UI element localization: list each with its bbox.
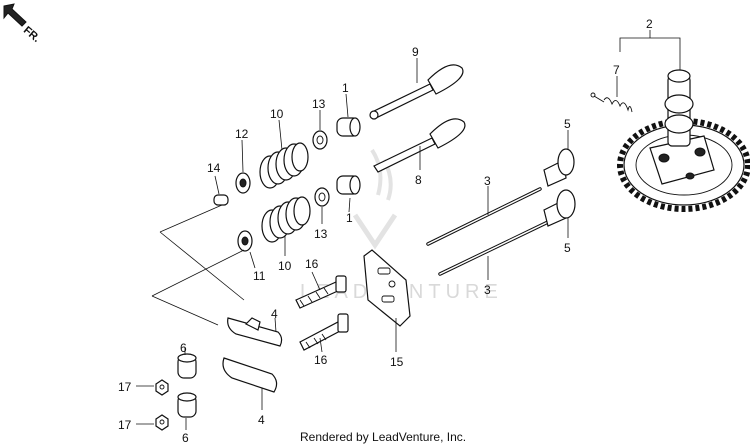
part-13-seal-top [312, 130, 328, 150]
part-4-rocker-arm-top [227, 317, 283, 347]
part-4-rocker-arm-bottom [222, 357, 278, 393]
part-14-valve-cap [213, 194, 229, 206]
callout-1-bottom: 1 [346, 211, 353, 225]
part-6-lifter-top [177, 353, 197, 379]
part-6-lifter-bottom [177, 392, 197, 418]
callout-17-bottom: 17 [118, 418, 132, 432]
callout-16-bottom: 16 [314, 353, 328, 367]
callout-16-top: 16 [305, 257, 319, 271]
part-10-valve-spring-top [259, 142, 309, 189]
callout-4-top: 4 [271, 307, 278, 321]
part-11-spring-retainer [237, 230, 253, 252]
footer-credit: Rendered by LeadVenture, Inc. [300, 430, 466, 444]
part-5-tappet-bottom [543, 189, 576, 227]
callout-10-top: 10 [270, 107, 284, 121]
part-13-seal-bottom [314, 187, 330, 207]
callout-6-bottom: 6 [182, 431, 189, 445]
callout-3-bottom: 3 [484, 283, 491, 297]
callout-8: 8 [415, 173, 422, 187]
callout-17-top: 17 [118, 380, 132, 394]
callout-12: 12 [235, 127, 249, 141]
callout-13-bottom: 13 [314, 227, 328, 241]
callout-14: 14 [207, 161, 221, 175]
part-17-nut-bottom [155, 414, 169, 431]
leader-lines [136, 30, 681, 430]
assembly-bracket-lines [151, 204, 245, 326]
part-16-pivot-bolt-bottom [299, 313, 349, 351]
callout-1-top: 1 [342, 81, 349, 95]
part-7-spring [590, 92, 633, 113]
callout-11: 11 [253, 269, 266, 283]
callout-2: 2 [646, 17, 653, 31]
callout-9: 9 [412, 45, 419, 59]
part-3-push-rod-top [426, 187, 542, 246]
front-direction-label: FR. [21, 24, 42, 45]
part-1-valve-cap-top [336, 117, 361, 137]
part-9-valve [369, 64, 464, 120]
part-2-camshaft-gear [617, 69, 750, 212]
part-5-tappet-top [543, 148, 575, 187]
callout-3-top: 3 [484, 174, 491, 188]
callout-7: 7 [613, 63, 620, 77]
front-direction-arrow-icon: FR. [3, 3, 42, 45]
callout-10-bottom: 10 [278, 259, 292, 273]
callout-labels: 9 1 13 10 12 14 8 1 13 10 11 16 16 4 4 6… [118, 17, 653, 445]
part-1-valve-cap-bottom [336, 175, 361, 195]
part-16-pivot-bolt-top [295, 275, 347, 309]
part-17-nut-top [155, 379, 169, 396]
part-10-valve-spring-bottom [261, 196, 311, 243]
callout-5-bottom: 5 [564, 241, 571, 255]
callout-4-bottom: 4 [258, 413, 265, 427]
part-15-guide-plate [363, 249, 411, 327]
part-8-valve [373, 118, 466, 173]
callout-5-top: 5 [564, 117, 571, 131]
part-12-spring-retainer [235, 172, 251, 194]
part-3-push-rod-bottom [438, 220, 550, 276]
callout-6-top: 6 [180, 341, 187, 355]
callout-15: 15 [390, 355, 404, 369]
callout-13-top: 13 [312, 97, 326, 111]
